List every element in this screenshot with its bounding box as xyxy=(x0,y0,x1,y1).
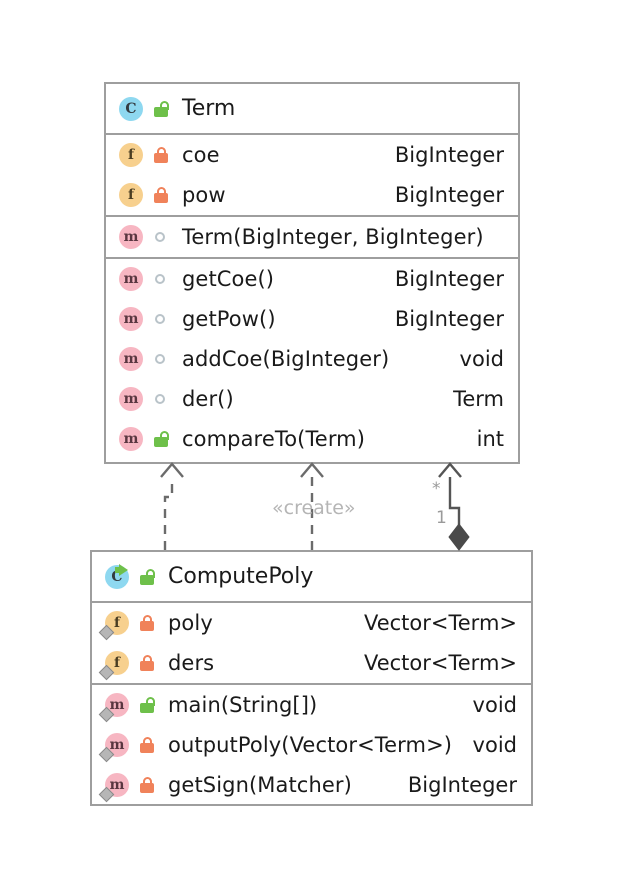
method-name-label: getCoe() xyxy=(182,267,275,291)
method-icon: m xyxy=(118,386,144,412)
package-private-icon xyxy=(151,388,171,410)
package-private-icon xyxy=(151,348,171,370)
method-name-label: compareTo(Term) xyxy=(182,427,366,451)
lock-closed-icon xyxy=(151,184,171,206)
package-private-icon xyxy=(151,226,171,248)
field-row[interactable]: f pow BigInteger xyxy=(106,175,518,215)
method-row[interactable]: m addCoe(BigInteger) void xyxy=(106,339,518,379)
constructor-name-label: Term(BigInteger, BigInteger) xyxy=(182,225,484,249)
field-name-label: poly xyxy=(168,611,213,635)
multiplicity-source-label: 1 xyxy=(436,508,447,528)
method-type-label: void xyxy=(472,693,517,717)
method-row[interactable]: m getCoe() BigInteger xyxy=(106,259,518,299)
method-name-label: getPow() xyxy=(182,307,276,331)
lock-closed-icon xyxy=(137,774,157,796)
filled-diamond xyxy=(448,523,470,551)
lock-closed-icon xyxy=(137,652,157,674)
lock-open-icon xyxy=(151,98,171,120)
lock-closed-icon xyxy=(137,612,157,634)
method-name-label: der() xyxy=(182,387,234,411)
class-box-term[interactable]: C Term f coe BigInteger xyxy=(104,82,520,464)
method-row[interactable]: m getSign(Matcher) BigInteger xyxy=(92,765,531,805)
field-icon: f xyxy=(118,182,144,208)
field-icon: f xyxy=(118,142,144,168)
dependency-connector-left[interactable] xyxy=(160,462,184,550)
method-name-label: outputPoly(Vector<Term>) xyxy=(168,733,453,757)
package-private-icon xyxy=(151,308,171,330)
lock-closed-icon xyxy=(151,144,171,166)
class-name-label: Term xyxy=(182,96,236,121)
method-type-label: void xyxy=(472,733,517,757)
lock-closed-icon xyxy=(137,734,157,756)
field-name-label: pow xyxy=(182,183,226,207)
constructors-compartment-term: m Term(BigInteger, BigInteger) xyxy=(106,217,518,259)
method-icon: m xyxy=(118,306,144,332)
method-row[interactable]: m main(String[]) void xyxy=(92,685,531,725)
field-icon: f xyxy=(98,650,130,681)
method-type-label: void xyxy=(459,347,504,371)
method-type-label: BigInteger xyxy=(394,307,504,331)
methods-compartment-computepoly: m main(String[]) void m outputPoly(Vecto… xyxy=(92,685,531,805)
method-name-label: getSign(Matcher) xyxy=(168,773,352,797)
class-header-computepoly: C ComputePoly xyxy=(92,552,531,603)
field-type-label: BigInteger xyxy=(394,143,504,167)
field-type-label: Vector<Term> xyxy=(363,651,517,675)
method-icon: m xyxy=(98,732,130,763)
stereotype-label-create: «create» xyxy=(272,497,356,519)
composition-connector[interactable] xyxy=(438,462,470,551)
method-icon: m xyxy=(98,692,130,723)
class-header-term: C Term xyxy=(106,84,518,135)
runnable-class-icon: C xyxy=(104,563,130,590)
method-row[interactable]: m der() Term xyxy=(106,379,518,419)
field-name-label: coe xyxy=(182,143,220,167)
method-icon: m xyxy=(98,772,130,803)
lock-open-icon xyxy=(137,566,157,588)
method-type-label: BigInteger xyxy=(394,267,504,291)
class-title-row-computepoly[interactable]: C ComputePoly xyxy=(92,552,531,601)
fields-compartment-term: f coe BigInteger f pow BigInteger xyxy=(106,135,518,217)
method-icon: m xyxy=(118,346,144,372)
method-name-label: addCoe(BigInteger) xyxy=(182,347,390,371)
method-row[interactable]: m outputPoly(Vector<Term>) void xyxy=(92,725,531,765)
field-type-label: BigInteger xyxy=(394,183,504,207)
field-name-label: ders xyxy=(168,651,215,675)
class-title-row-term[interactable]: C Term xyxy=(106,84,518,133)
method-icon: m xyxy=(118,224,144,250)
lock-open-icon xyxy=(151,428,171,450)
methods-compartment-term: m getCoe() BigInteger m getPow() BigInte… xyxy=(106,259,518,459)
field-row[interactable]: f coe BigInteger xyxy=(106,135,518,175)
method-row[interactable]: m getPow() BigInteger xyxy=(106,299,518,339)
method-icon: m xyxy=(118,266,144,292)
package-private-icon xyxy=(151,268,171,290)
method-type-label: int xyxy=(476,427,504,451)
method-type-label: BigInteger xyxy=(407,773,517,797)
class-box-computepoly[interactable]: C ComputePoly f poly Ve xyxy=(90,550,533,806)
field-row[interactable]: f poly Vector<Term> xyxy=(92,603,531,643)
field-icon: f xyxy=(98,610,130,641)
fields-compartment-computepoly: f poly Vector<Term> f ders Vector<Ter xyxy=(92,603,531,685)
field-type-label: Vector<Term> xyxy=(363,611,517,635)
field-row[interactable]: f ders Vector<Term> xyxy=(92,643,531,683)
method-icon: m xyxy=(118,426,144,452)
multiplicity-target-label: * xyxy=(432,479,441,499)
constructor-row[interactable]: m Term(BigInteger, BigInteger) xyxy=(106,217,518,257)
class-icon: C xyxy=(118,96,144,122)
method-type-label: Term xyxy=(453,387,504,411)
lock-open-icon xyxy=(137,694,157,716)
method-row[interactable]: m compareTo(Term) int xyxy=(106,419,518,459)
method-name-label: main(String[]) xyxy=(168,693,318,717)
class-name-label: ComputePoly xyxy=(168,564,314,589)
